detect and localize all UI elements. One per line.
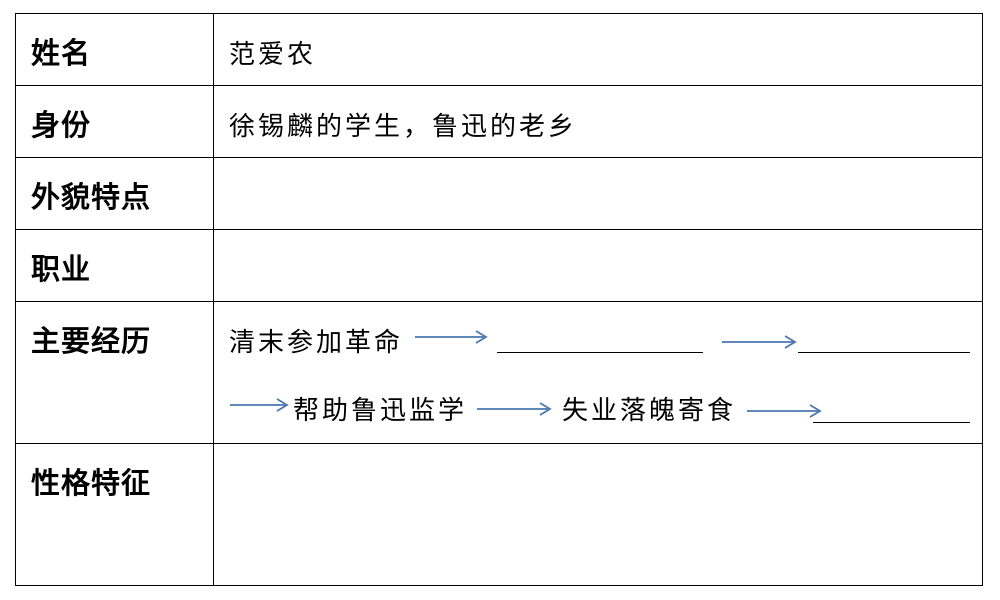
table-row: 性格特征	[16, 444, 982, 585]
row-value-name: 范爱农	[229, 40, 317, 70]
column-divider	[213, 230, 214, 301]
table-row: 职业	[16, 230, 982, 302]
blank-line[interactable]	[497, 352, 703, 353]
row-label-occupation: 职业	[31, 252, 92, 286]
info-table: 姓名 范爱农 身份 徐锡麟的学生，鲁迅的老乡 外貌特点 职业 主要经历 清末参加…	[15, 13, 983, 586]
column-divider	[213, 86, 214, 157]
row-label-appearance: 外貌特点	[31, 180, 152, 214]
row-value-identity: 徐锡麟的学生，鲁迅的老乡	[229, 112, 578, 142]
table-row: 姓名 范爱农	[16, 14, 982, 86]
column-divider	[213, 14, 214, 85]
table-row: 身份 徐锡麟的学生，鲁迅的老乡	[16, 86, 982, 158]
blank-line[interactable]	[798, 352, 970, 353]
row-label-name: 姓名	[31, 36, 92, 70]
table-row: 外貌特点	[16, 158, 982, 230]
arrow-right-icon	[477, 402, 552, 416]
column-divider	[213, 302, 214, 443]
row-label-experience: 主要经历	[31, 324, 152, 358]
arrow-right-icon	[747, 404, 822, 418]
row-label-personality: 性格特征	[31, 466, 152, 500]
arrow-right-icon	[722, 335, 797, 349]
experience-step-2: 帮助鲁迅监学	[293, 396, 468, 426]
blank-line[interactable]	[813, 422, 970, 423]
table-row: 主要经历 清末参加革命 帮助鲁迅监学 失业落魄寄食	[16, 302, 982, 444]
arrow-right-icon	[415, 330, 488, 344]
experience-step-3: 失业落魄寄食	[562, 396, 737, 426]
arrow-right-icon	[230, 398, 289, 412]
row-label-identity: 身份	[31, 108, 92, 142]
column-divider	[213, 158, 214, 229]
experience-step-1: 清末参加革命	[229, 328, 404, 358]
column-divider	[213, 444, 214, 585]
